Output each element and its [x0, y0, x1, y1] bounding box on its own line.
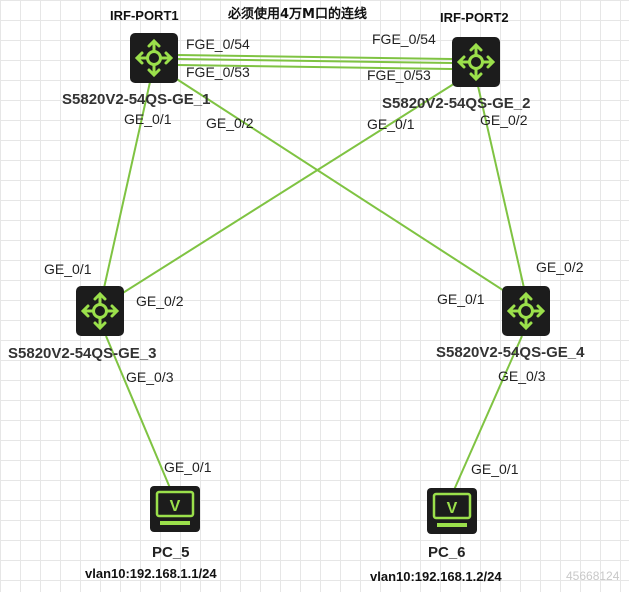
port-label: FGE_0/54	[186, 36, 250, 52]
irf-link-fge53[interactable]	[177, 64, 453, 70]
port-label: GE_0/2	[480, 112, 528, 128]
port-label: GE_0/1	[367, 116, 415, 132]
port-label: GE_0/2	[206, 115, 254, 131]
switch-icon[interactable]	[502, 286, 550, 336]
switch-name: S5820V2-54QS-GE_3	[8, 345, 156, 362]
port-label: GE_0/2	[536, 259, 584, 275]
switch-3[interactable]	[76, 286, 124, 336]
switch-1[interactable]	[130, 33, 178, 83]
switch-2[interactable]	[452, 37, 500, 87]
port-label: GE_0/3	[498, 368, 546, 384]
switch-icon[interactable]	[452, 37, 500, 87]
links	[103, 54, 525, 491]
pc-address: vlan10:192.168.1.2/24	[370, 569, 502, 584]
watermark: 45668124	[566, 569, 620, 583]
port-label: GE_0/1	[164, 459, 212, 475]
pc-address: vlan10:192.168.1.1/24	[85, 566, 217, 581]
irf-port2-label: IRF-PORT2	[440, 10, 509, 25]
port-label: FGE_0/53	[186, 64, 250, 80]
monitor-glyph: V	[170, 498, 181, 515]
link-sw1-sw3[interactable]	[103, 81, 151, 289]
port-label: FGE_0/53	[367, 67, 431, 83]
link-sw1-sw4[interactable]	[171, 75, 513, 297]
pc-5[interactable]: V	[150, 486, 200, 532]
pc-name: PC_6	[428, 544, 466, 561]
switch-name: S5820V2-54QS-GE_2	[382, 95, 530, 112]
switch-icon[interactable]	[76, 286, 124, 336]
irf-port1-label: IRF-PORT1	[110, 8, 179, 23]
port-label: GE_0/1	[471, 461, 519, 477]
switch-name: S5820V2-54QS-GE_4	[436, 344, 585, 361]
note-label: 必须使用4万M口的连线	[227, 6, 367, 22]
port-label: GE_0/1	[437, 291, 485, 307]
port-label: GE_0/1	[44, 261, 92, 277]
pc-6[interactable]: V	[427, 488, 477, 534]
port-label: FGE_0/54	[372, 31, 436, 47]
port-label: GE_0/3	[126, 369, 174, 385]
link-sw2-sw4[interactable]	[477, 85, 525, 289]
monitor-icon[interactable]	[427, 488, 477, 534]
irf-link-fge54[interactable]	[177, 54, 453, 60]
port-label: GE_0/2	[136, 293, 184, 309]
switch-name: S5820V2-54QS-GE_1	[62, 91, 210, 108]
link-sw4-pc6[interactable]	[453, 335, 523, 491]
switch-4[interactable]	[502, 286, 550, 336]
link-sw3-pc5[interactable]	[105, 335, 171, 489]
pc-name: PC_5	[152, 544, 190, 561]
irf-link-fge54-b[interactable]	[177, 58, 453, 64]
port-label: GE_0/1	[124, 111, 172, 127]
monitor-icon[interactable]	[150, 486, 200, 532]
link-sw2-sw3[interactable]	[117, 79, 461, 297]
switch-icon[interactable]	[130, 33, 178, 83]
monitor-glyph: V	[447, 500, 458, 517]
